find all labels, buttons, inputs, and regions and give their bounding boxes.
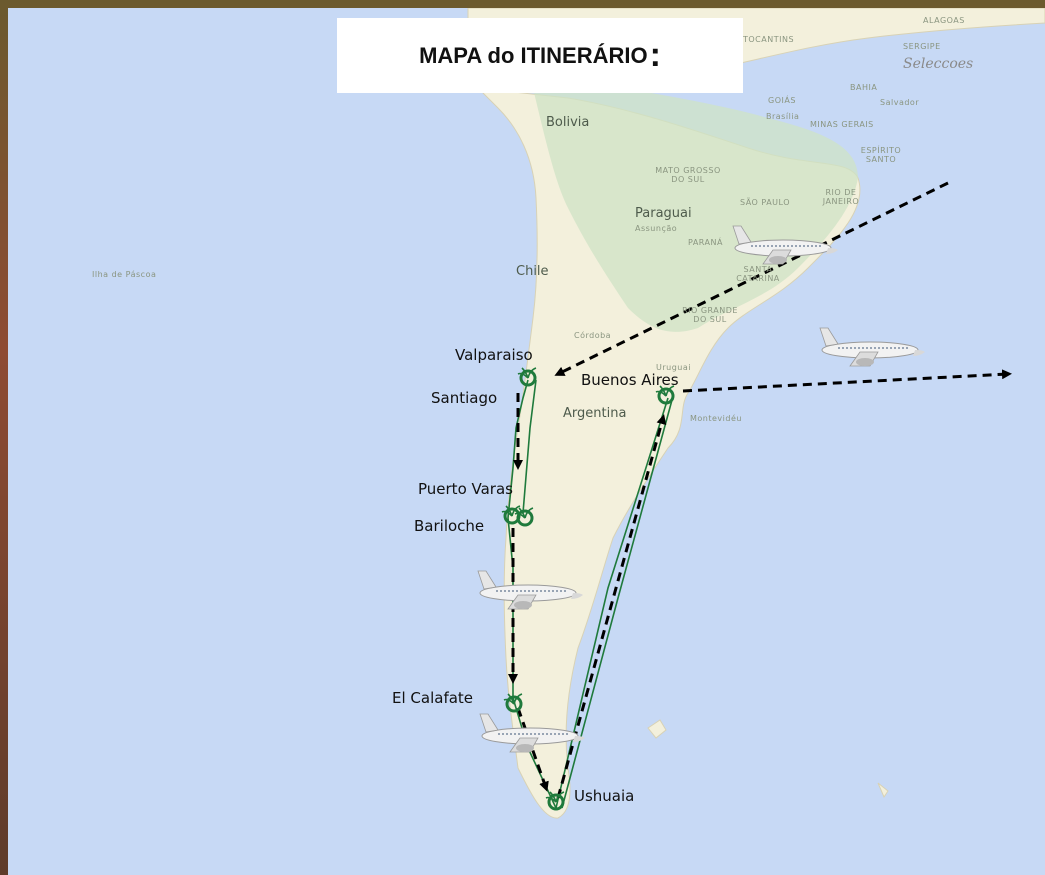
map-title-box: MAPA do ITINERÁRIO: — [337, 18, 743, 93]
region-label-cordoba: Córdoba — [574, 331, 612, 340]
itinerary-map[interactable]: Bolivia Chile Paraguai Argentina Uruguai… — [8, 8, 1045, 875]
region-label-goias: GOIÁS — [768, 96, 796, 105]
region-label-espirito-santo: ESPÍRITO SANTO — [860, 146, 902, 164]
region-label-alagoas: ALAGOAS — [923, 16, 965, 25]
city-label-puerto-varas[interactable]: Puerto Varas — [418, 480, 513, 498]
city-label-ushuaia[interactable]: Ushuaia — [574, 787, 635, 805]
city-label-bariloche[interactable]: Bariloche — [414, 517, 485, 535]
city-label-buenos-aires[interactable]: Buenos Aires — [581, 371, 679, 389]
region-label-brasilia: Brasília — [766, 112, 800, 121]
region-label-minas-gerais: MINAS GERAIS — [810, 120, 874, 129]
region-label-rio-grande-do-sul: RIO GRANDE DO SUL — [682, 306, 738, 324]
region-label-mato-grosso: MATO GROSSO DO SUL — [655, 166, 721, 184]
region-label-argentina: Argentina — [563, 406, 627, 421]
title-colon: : — [649, 36, 661, 74]
region-label-assuncao: Assunção — [635, 224, 678, 233]
region-label-chile: Chile — [516, 264, 549, 279]
region-label-tocantins: TOCANTINS — [743, 35, 795, 44]
city-label-el-calafate[interactable]: El Calafate — [392, 689, 474, 707]
green-region — [528, 68, 858, 332]
watermark-text: Seleccoes — [903, 56, 974, 72]
region-label-sergipe: SERGIPE — [903, 42, 941, 51]
map-canvas — [467, 8, 1045, 819]
region-label-sao-paulo: SÃO PAULO — [740, 198, 791, 207]
region-label-uruguai: Uruguai — [656, 363, 691, 372]
city-label-valparaiso[interactable]: Valparaiso — [455, 346, 533, 364]
region-label-salvador: Salvador — [880, 98, 920, 107]
islands — [647, 719, 889, 799]
airplane-icon — [819, 327, 926, 367]
region-label-paraguai: Paraguai — [635, 206, 692, 221]
city-label-santiago[interactable]: Santiago — [431, 389, 498, 407]
region-label-rio-de-janeiro: RIO DE JANEIRO — [822, 188, 860, 206]
region-label-santa-catarina: SANTA CATARINA — [736, 265, 780, 283]
region-label-parana: PARANÁ — [688, 238, 723, 247]
region-label-montevideu: Montevidéu — [690, 414, 742, 423]
region-label-bolivia: Bolivia — [546, 115, 590, 130]
page-title: MAPA do ITINERÁRIO — [419, 42, 648, 68]
region-label-ilha-de-pascoa: Ilha de Páscoa — [92, 270, 157, 279]
region-label-bahia: BAHIA — [850, 83, 878, 92]
